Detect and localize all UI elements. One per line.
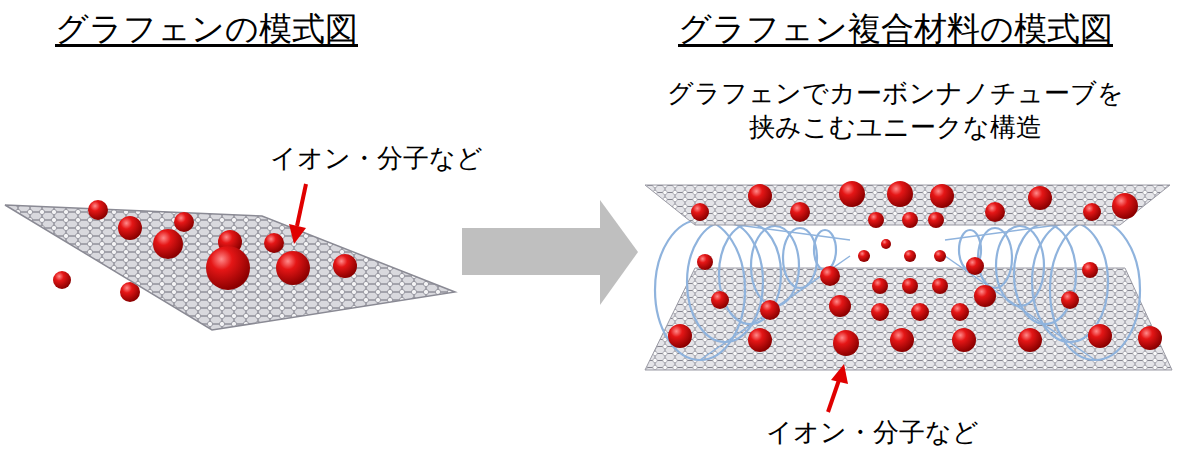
leader-arrow (828, 364, 848, 412)
callout-label: イオン・分子など (270, 142, 483, 175)
panel-heading: グラフェンの模式図 (55, 8, 358, 49)
callout-label: イオン・分子など (766, 416, 979, 449)
graphene-sheet (5, 200, 455, 330)
transition-arrow (462, 200, 638, 305)
structure-note: グラフェンでカーボンナノチューブを 挟みこむユニークな構造 (665, 76, 1125, 144)
graphene-composite (645, 181, 1172, 370)
panel-heading: グラフェン複合材料の模式図 (678, 8, 1113, 49)
leader-arrow (289, 184, 306, 244)
